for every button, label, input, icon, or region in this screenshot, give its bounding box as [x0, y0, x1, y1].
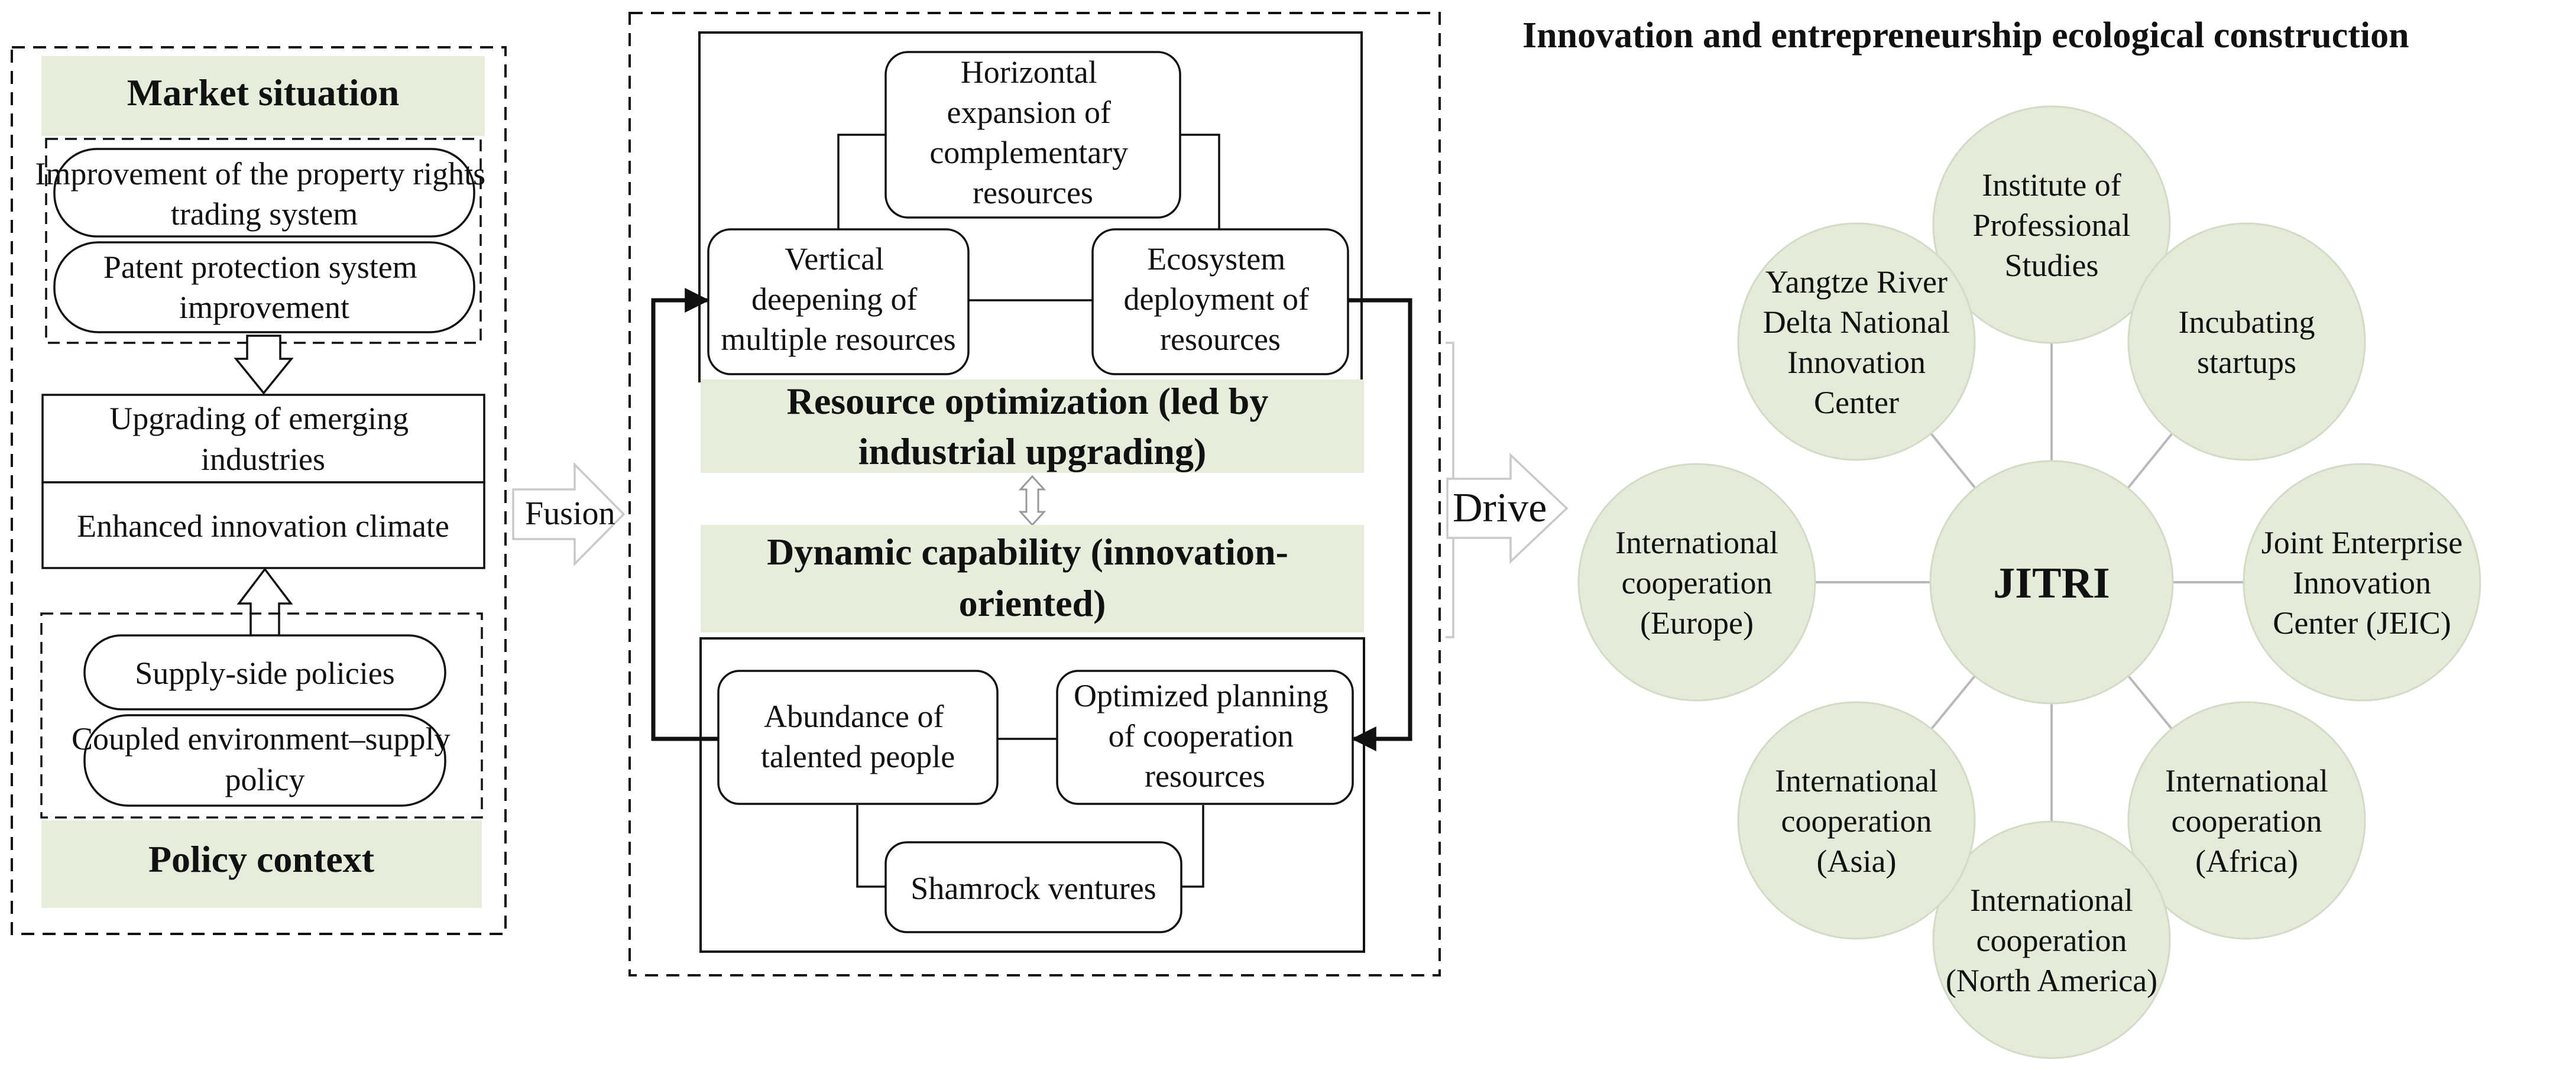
- fusion-label: Fusion: [525, 495, 615, 532]
- up-hollow-arrow: [236, 567, 293, 637]
- resource-optimization-band: [701, 379, 1364, 473]
- enhanced-climate-box: [41, 481, 485, 569]
- loop-arrow-right: [1348, 298, 1412, 751]
- node-circle: [1932, 820, 2171, 1059]
- property-rights-text: Improvement of the property rights tradi…: [35, 156, 493, 232]
- vertical-deepening-text: Vertical deepening of multiple resources: [721, 241, 955, 357]
- talented-people-text: Abundance of talented people: [761, 699, 955, 774]
- node-circle: [2127, 701, 2366, 940]
- supply-side-text: Supply-side policies: [135, 656, 394, 691]
- supply-side-box: [83, 634, 446, 710]
- property-rights-box: [53, 148, 475, 238]
- policy-context-title: Policy context: [148, 838, 375, 880]
- coupled-policy-text: Coupled environment–supply policy: [72, 721, 458, 797]
- dynamic-capability-text: Dynamic capability (innovation- oriented…: [767, 531, 1298, 624]
- node-circle: [2127, 222, 2366, 461]
- upgrading-text: Upgrading of emerging industries: [109, 401, 416, 477]
- node-circle: [1737, 222, 1976, 461]
- horizontal-expansion-text: Horizontal expansion of complementary re…: [929, 54, 1136, 210]
- upgrading-box: [41, 394, 485, 484]
- double-arrow-icon: [1018, 475, 1046, 527]
- down-hollow-arrow: [234, 335, 294, 395]
- shamrock-box: [884, 841, 1182, 933]
- left-panel: Market situation Improvement of the prop…: [11, 46, 507, 935]
- connector-horizontal-vertical: [837, 134, 886, 229]
- drive-arrow-shape: [1446, 452, 1569, 564]
- hub-circle: [1929, 460, 2174, 705]
- ecosystem-deployment-text: Ecosystem deployment of resources: [1124, 241, 1317, 357]
- patent-protection-text: Patent protection system improvement: [103, 249, 425, 325]
- coupled-policy-box: [83, 714, 446, 807]
- policy-context-band: [41, 820, 482, 908]
- shamrock-text: Shamrock ventures: [910, 871, 1156, 906]
- connector-optimized-shamrock: [1181, 805, 1204, 888]
- middle-panel-border: [628, 12, 1441, 976]
- middle-panel: Horizontal expansion of complementary re…: [628, 12, 1441, 976]
- connector-talented-shamrock: [856, 805, 886, 888]
- drive-label: Drive: [1453, 485, 1547, 531]
- dynamic-capability-band: [701, 525, 1364, 632]
- node-circle: [1577, 463, 1816, 702]
- node-circle: [1737, 701, 1976, 940]
- connector-horizontal-ecosystem: [1181, 134, 1220, 229]
- hub: JITRI: [1929, 460, 2174, 705]
- patent-protection-box: [53, 241, 475, 333]
- right-panel: Innovation and entrepreneurship ecologic…: [1522, 15, 2481, 1059]
- fusion-arrow-shape: [512, 462, 626, 567]
- ecosystem-title: Innovation and entrepreneurship ecologic…: [1522, 15, 2409, 56]
- market-situation-title: Market situation: [127, 72, 399, 113]
- horizontal-expansion-box: [884, 51, 1181, 219]
- market-situation-band: [41, 56, 485, 136]
- talented-people-box: [717, 670, 999, 805]
- left-panel-border: [11, 46, 507, 935]
- resource-optimization-text: Resource optimization (led by industrial…: [787, 380, 1278, 472]
- loop-arrow-left: [651, 288, 718, 741]
- optimized-planning-text: Optimized planning of cooperation resour…: [1074, 678, 1336, 794]
- fusion-arrow: Fusion: [512, 462, 626, 567]
- enhanced-climate-text: Enhanced innovation climate: [77, 508, 449, 544]
- node-circle: [1932, 105, 2171, 344]
- hub-label: JITRI: [1993, 559, 2110, 608]
- capability-subpanel: [699, 637, 1365, 953]
- node-circle: [2243, 463, 2481, 702]
- drive-arrow: Drive: [1446, 342, 1569, 638]
